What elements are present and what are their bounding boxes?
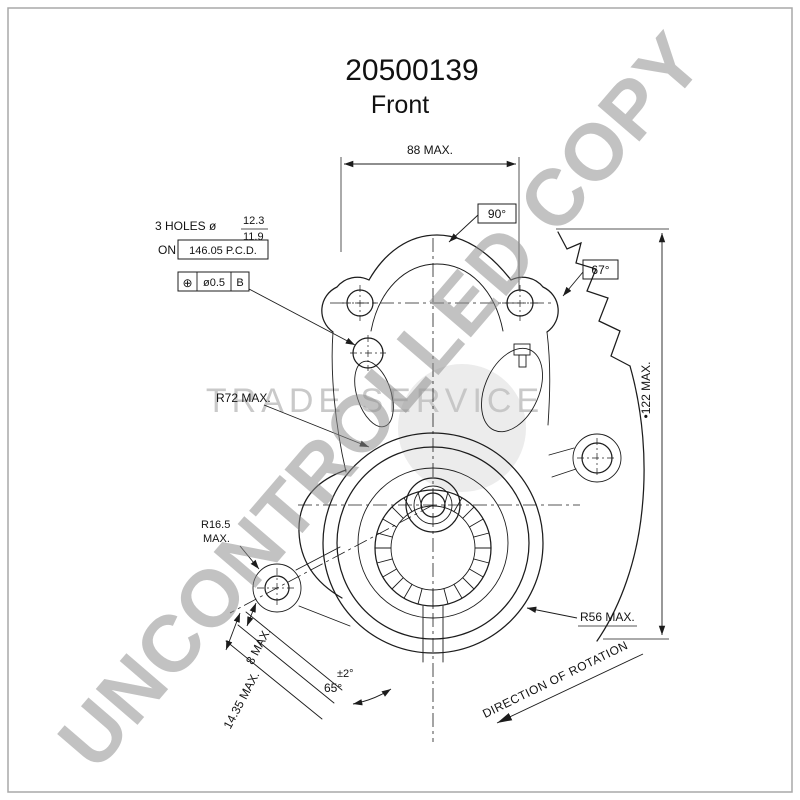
trade-service-logo-disc (398, 364, 526, 492)
lower-boss-links (295, 546, 351, 627)
third-hole-cross (350, 335, 386, 371)
angle-67-leader (562, 271, 584, 297)
sheet-border (7, 7, 793, 793)
centerlines (229, 238, 617, 742)
terminal-bolt-shank (518, 354, 527, 368)
left-window-cutout (354, 360, 394, 428)
angle-90-label: 90° (488, 207, 506, 221)
r72-label: R72 MAX. (216, 391, 271, 405)
bottom-notch-lines (422, 605, 444, 663)
housing-right-outline (596, 365, 645, 642)
break-zigzag (557, 231, 631, 367)
fcf-position-symbol: ⊕ (182, 276, 192, 290)
angle-65-label: 65° (324, 681, 342, 695)
holes-dia-min-label: 11.9 (243, 231, 264, 243)
flange-left-side (331, 331, 347, 473)
fcf-dividers (196, 272, 232, 291)
r56-label: R56 MAX. (580, 610, 635, 624)
dim-88-label: 88 MAX. (407, 143, 453, 157)
part-number-title: 20500139 (345, 54, 478, 87)
lower-bracket-lines (225, 611, 343, 720)
angle-67-box (582, 259, 619, 280)
flange-inner-arch (370, 263, 504, 332)
dim-8-label: 8 MAX. (243, 625, 274, 666)
direction-of-rotation-arrow (496, 653, 644, 724)
pcd-box (177, 239, 269, 260)
holes-note-label: 3 HOLES ø (155, 219, 217, 233)
angle-67-label: 67° (591, 263, 609, 277)
r56-leader (526, 606, 578, 619)
r16-label-line1: R16.5 (201, 519, 230, 531)
fcf-box (177, 271, 250, 292)
direction-of-rotation-label: DIRECTION OF ROTATION (480, 638, 630, 721)
angle-65-tol-label: ±2° (337, 668, 354, 680)
right-boss-hole-cross (577, 438, 617, 478)
dim-14-35-label: 14.35 MAX. (221, 669, 263, 731)
r16-leader (239, 545, 260, 570)
angled-centerline (229, 504, 434, 614)
r16-label-line2: MAX. (203, 533, 230, 545)
r72-leader (263, 404, 370, 448)
angle-65-arc (352, 688, 392, 706)
flange-outline (321, 234, 559, 333)
left-ear-hole-cross (342, 285, 378, 321)
right-ear-hole-cross (502, 285, 538, 321)
angle-90-box (477, 203, 517, 224)
housing-left-bulge (298, 469, 347, 599)
dim-14-35-arrows (225, 612, 241, 651)
dim-122-label: •122 MAX. (639, 362, 653, 419)
pcd-label: 146.05 P.C.D. (189, 245, 257, 257)
dim-8-arrows (246, 602, 257, 627)
right-boss-outline (572, 433, 622, 483)
right-boss-links (548, 447, 577, 478)
angle-90-leader (448, 214, 479, 243)
lower-boss-hole-cross (257, 568, 297, 608)
pcd-prefix-label: ON (158, 243, 176, 257)
uncontrolled-copy-watermark: UNCONTROLLED COPY (41, 16, 719, 784)
fcf-datum-label: B (236, 277, 243, 289)
holes-leader (248, 288, 356, 346)
view-label: Front (371, 91, 429, 119)
flange-right-side (546, 331, 551, 426)
fcf-tolerance-label: ø0.5 (203, 277, 225, 289)
holes-dia-max-label: 12.3 (243, 215, 264, 227)
lower-boss-outline (252, 563, 302, 613)
